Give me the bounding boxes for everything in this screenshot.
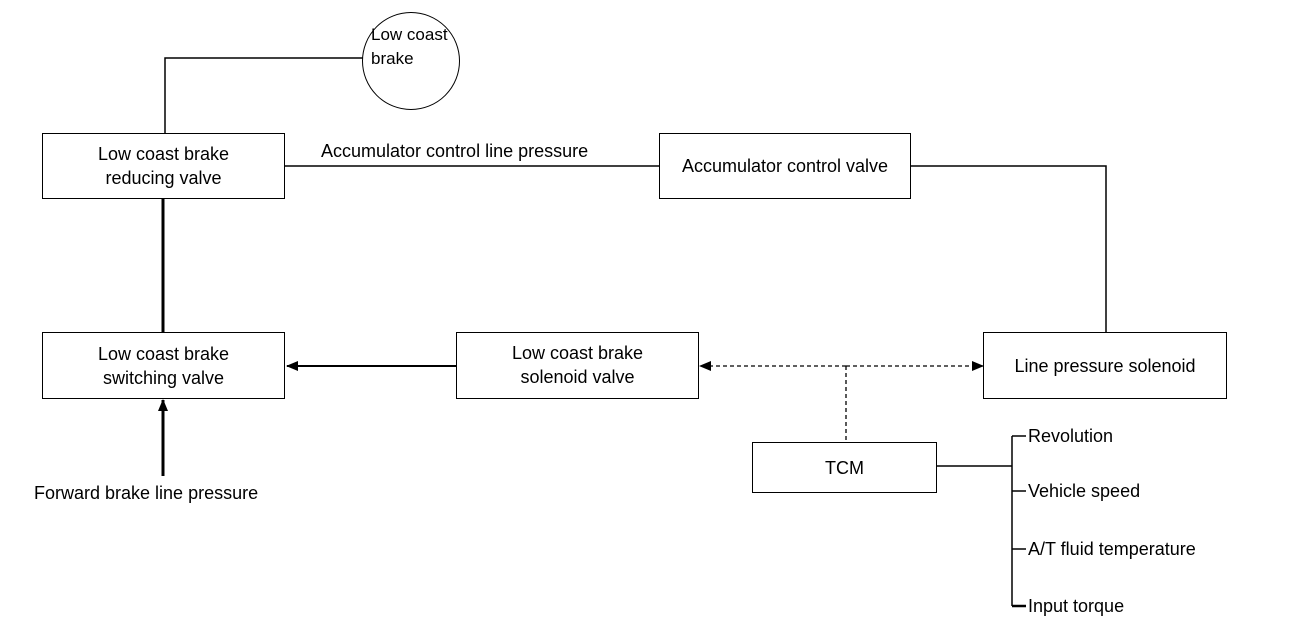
tcm-box: TCM [752,442,937,493]
accumulator-control-valve-box: Accumulator control valve [659,133,911,199]
line-reducing-to-brake [164,57,363,133]
reducing-valve-box: Low coast brake reducing valve [42,133,285,199]
accumulator-line-pressure-label: Accumulator control line pressure [321,141,589,161]
input-vehicle-speed-label: Vehicle speed [1028,481,1141,501]
forward-brake-pressure-label: Forward brake line pressure [34,483,259,503]
solenoid-valve-box: Low coast brake solenoid valve [456,332,699,399]
low-coast-brake-node: Low coast brake [362,12,460,110]
input-fluid-temperature-label: A/T fluid temperature [1028,539,1196,559]
input-revolution-label: Revolution [1028,426,1114,446]
switching-valve-box: Low coast brake switching valve [42,332,285,399]
input-torque-label: Input torque [1028,596,1125,616]
line-pressure-solenoid-box: Line pressure solenoid [983,332,1227,399]
line-accumulator-to-solenoid [910,165,1107,332]
